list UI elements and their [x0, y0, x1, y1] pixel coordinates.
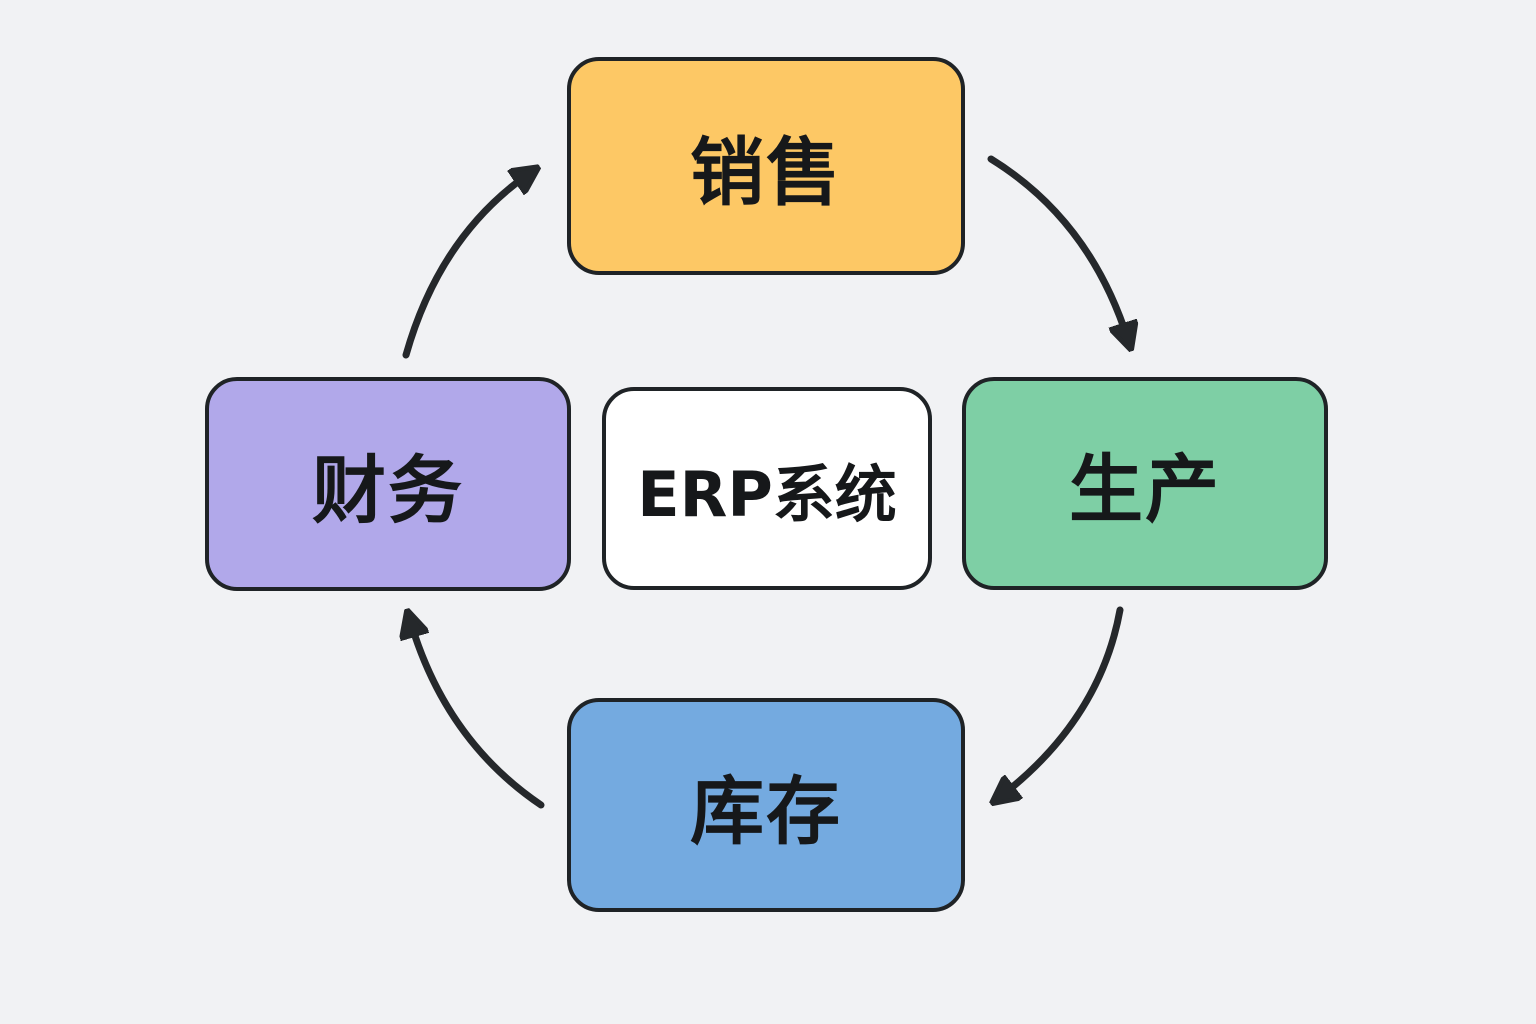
node-sales-label: 销售 [690, 129, 842, 216]
arrow-production-to-inventory [1000, 606, 1124, 797]
arrow-inventory-to-finance [410, 620, 545, 809]
node-inventory-label: 库存 [690, 768, 842, 855]
node-finance-label: 财务 [312, 447, 464, 534]
node-erp-center-label: ERP系统 [637, 457, 897, 531]
node-inventory: 库存 [567, 698, 965, 912]
arrow-sales-to-production [987, 155, 1128, 340]
node-finance: 财务 [205, 377, 571, 591]
node-production-label: 生产 [1069, 447, 1221, 533]
node-erp-center: ERP系统 [602, 387, 932, 590]
node-production: 生产 [962, 377, 1328, 590]
node-sales: 销售 [567, 57, 965, 275]
arrow-finance-to-sales [402, 173, 530, 359]
